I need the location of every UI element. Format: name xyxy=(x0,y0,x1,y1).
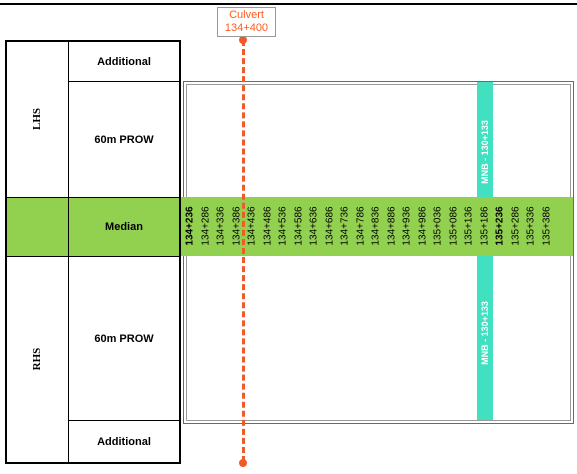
culvert-title: Culvert xyxy=(229,9,264,21)
mnb-label-bottom: MNB - 130+133 xyxy=(480,301,490,365)
culvert-chainage: 134+400 xyxy=(224,22,269,34)
chainage-label: 134+736 xyxy=(339,206,351,246)
chainage-label: 135+336 xyxy=(525,206,537,246)
chainage-label: 135+286 xyxy=(510,206,521,246)
row-divider-2 xyxy=(7,197,180,198)
chainage-label: 135+386 xyxy=(541,206,552,246)
row-divider-3 xyxy=(7,256,180,257)
chainage-label: 134+786 xyxy=(355,206,366,246)
row-label-top-additional: Additional xyxy=(97,55,151,68)
mnb-bar-bottom xyxy=(477,256,493,420)
chainage-label: 134+886 xyxy=(386,206,397,246)
culvert-marker-bottom xyxy=(239,459,247,467)
chainage-label: 134+686 xyxy=(324,206,335,246)
chainage-label: 134+486 xyxy=(262,206,273,246)
chainage-label: 135+136 xyxy=(463,206,475,246)
side-label-lhs: LHS xyxy=(31,108,43,131)
row-label-lhs-prow: 60m PROW xyxy=(94,133,154,146)
chainage-label: 134+286 xyxy=(200,206,211,246)
row-label-rhs-prow: 60m PROW xyxy=(94,332,154,345)
chainage-label: 135+086 xyxy=(448,206,459,246)
side-label-rhs: RHS xyxy=(31,347,43,371)
row-label-bottom-additional: Additional xyxy=(97,435,151,448)
chainage-label: 134+536 xyxy=(277,206,289,246)
chainage-label: 134+936 xyxy=(401,206,413,246)
chainage-label: 134+636 xyxy=(308,206,320,246)
row-divider-1 xyxy=(68,81,180,82)
chainage-label: 134+386 xyxy=(231,206,242,246)
row-label-median: Median xyxy=(105,221,143,233)
culvert-dashed-line xyxy=(242,40,245,462)
chainage-label: 134+836 xyxy=(370,206,382,246)
chainage-label: 134+986 xyxy=(417,206,428,246)
mnb-label-top: MNB - 130+133 xyxy=(480,120,490,184)
median-band xyxy=(5,197,573,256)
chainage-label: 135+236 xyxy=(494,206,506,246)
chainage-label: 135+036 xyxy=(432,206,444,246)
chainage-label: 134+436 xyxy=(246,206,258,246)
chainage-label: 135+186 xyxy=(479,206,490,246)
row-label-frame xyxy=(5,40,181,464)
chainage-label: 134+336 xyxy=(215,206,227,246)
row-divider-4 xyxy=(68,420,180,421)
frame-divider-vertical xyxy=(68,42,69,462)
mnb-bar-top xyxy=(477,82,493,197)
culvert-callout: Culvert 134+400 xyxy=(217,7,276,37)
chainage-label: 134+586 xyxy=(293,206,304,246)
culvert-marker-top xyxy=(239,36,247,44)
top-border-line xyxy=(0,3,577,5)
chainage-label: 134+236 xyxy=(184,206,196,246)
